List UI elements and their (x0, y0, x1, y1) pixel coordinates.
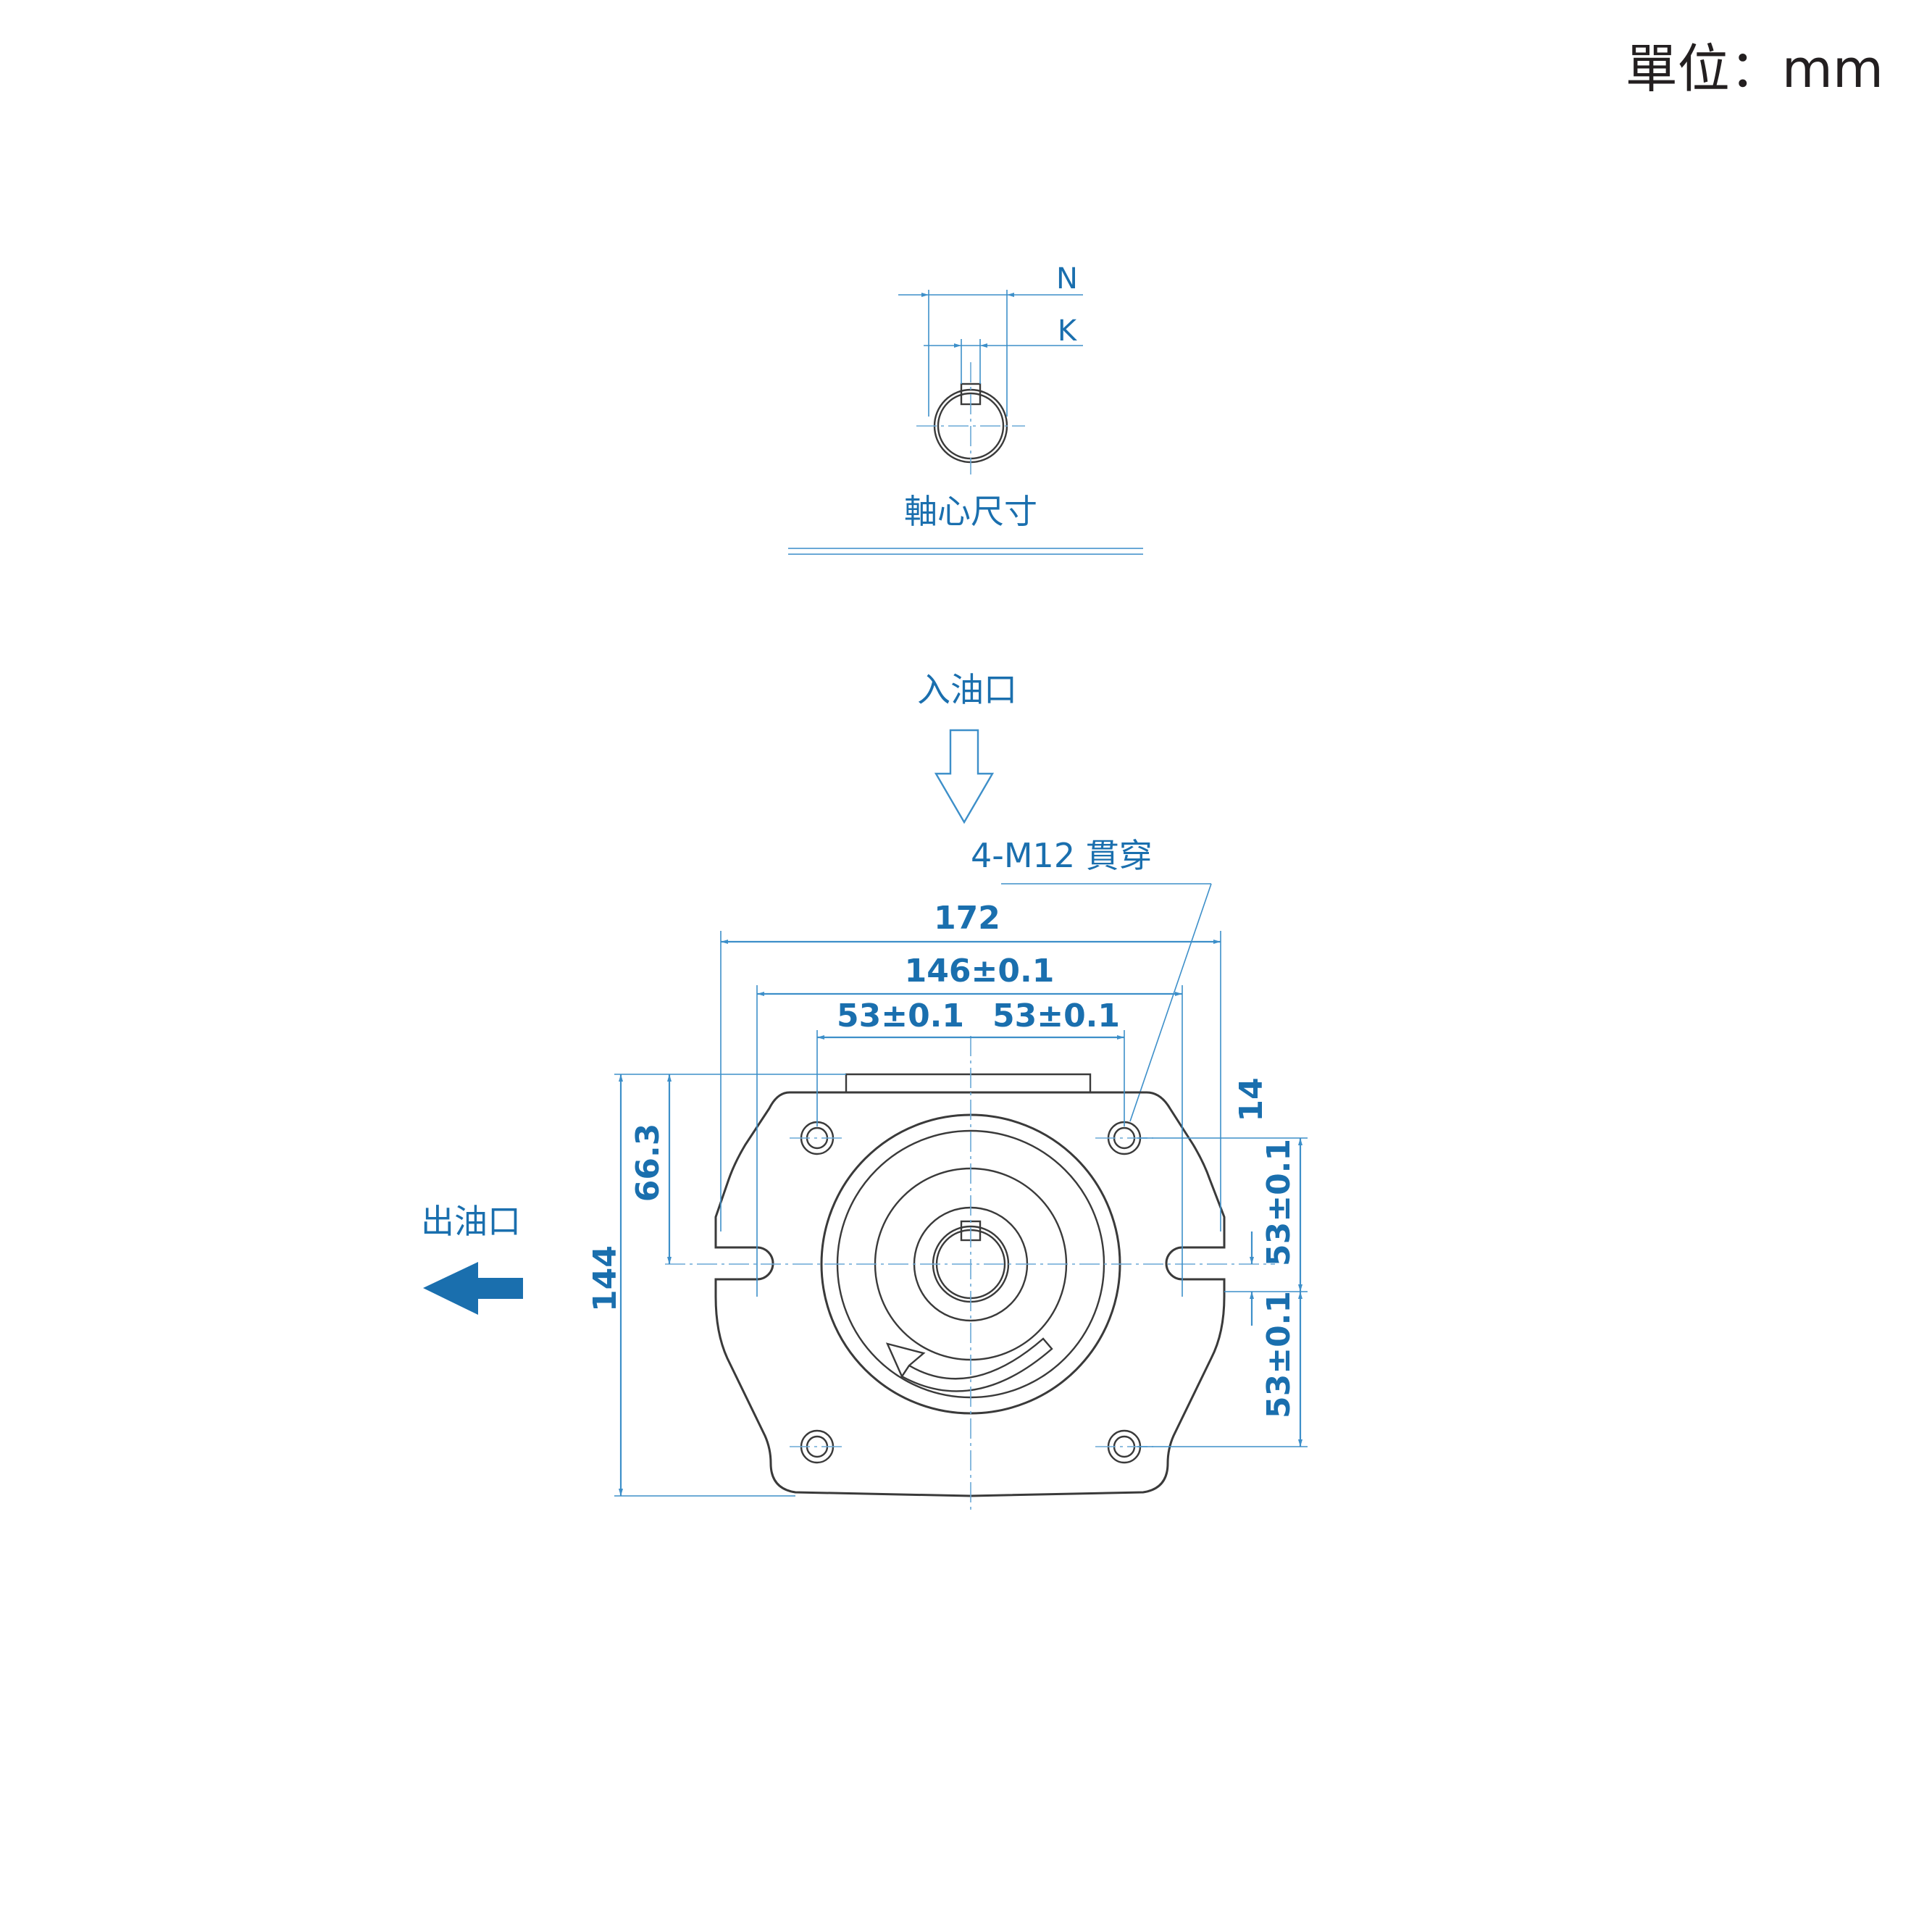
outlet-arrow-icon (423, 1262, 523, 1315)
outlet-label: 出油口 (421, 1202, 521, 1241)
rotation-arrow-icon (885, 1342, 926, 1379)
dim-half-left: 53±0.1 (837, 998, 964, 1034)
inlet-arrow-icon (934, 729, 995, 824)
label-n: N (1056, 262, 1078, 296)
top-boss (845, 1073, 1092, 1092)
dim-hole-pitch: 146±0.1 (905, 953, 1055, 990)
unit-label: 單位：mm (1626, 38, 1883, 99)
pump-housing-outline (714, 1091, 1226, 1497)
dim-overall-height: 144 (587, 1245, 624, 1312)
dim-center-height: 66.3 (630, 1124, 666, 1203)
holes-note: 4-M12 貫穿 (971, 836, 1153, 875)
dim-upper-pitch: 53±0.1 (1260, 1139, 1297, 1266)
inlet-label: 入油口 (917, 670, 1017, 709)
front-view: 入油口 出油口 4-M12 貫穿 (421, 670, 1308, 1510)
shaft-section-view: N K 軸心尺寸 (788, 262, 1143, 555)
dim-top-offset: 14 (1233, 1077, 1270, 1121)
dim-lower-pitch: 53±0.1 (1260, 1291, 1297, 1418)
label-k: K (1058, 314, 1078, 348)
shaft-section-title: 軸心尺寸 (904, 492, 1037, 531)
dim-half-right: 53±0.1 (992, 998, 1120, 1034)
rotation-band (900, 1337, 1053, 1392)
holes-leader-line (1129, 883, 1212, 1122)
dim-overall-width: 172 (934, 900, 1000, 937)
